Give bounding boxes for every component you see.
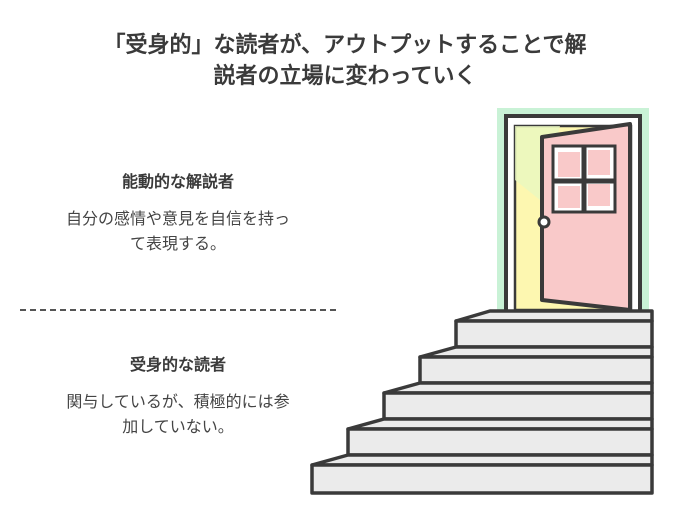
title-line-1: 「受身的」な読者が、アウトプットすることで解 — [103, 33, 587, 58]
active-desc-line-1: 自分の感情や意見を自信を持っ — [65, 209, 290, 228]
door-knob — [537, 215, 551, 229]
staircase — [310, 309, 654, 495]
stair-step-1 — [310, 463, 654, 495]
active-commentator-description: 自分の感情や意見を自信を持っ て表現する。 — [20, 206, 336, 256]
title-line-2: 説者の立場に変わっていく — [213, 64, 477, 89]
stair-step-2 — [346, 427, 654, 457]
active-commentator-block: 能動的な解説者 自分の感情や意見を自信を持っ て表現する。 — [20, 168, 336, 256]
active-desc-line-2: て表現する。 — [129, 234, 226, 253]
passive-reader-description: 関与しているが、積極的には参 加していない。 — [20, 389, 336, 439]
window-pane — [558, 186, 580, 208]
diagram-title: 「受身的」な読者が、アウトプットすることで解 説者の立場に変わっていく — [0, 30, 690, 92]
passive-reader-block: 受身的な読者 関与しているが、積極的には参 加していない。 — [20, 351, 336, 439]
section-divider — [20, 309, 336, 311]
stair-step-5 — [454, 319, 654, 349]
passive-desc-line-1: 関与しているが、積極的には参 — [66, 392, 290, 411]
active-commentator-heading: 能動的な解説者 — [121, 172, 234, 191]
window-pane — [588, 184, 610, 206]
passive-desc-line-2: 加していない。 — [122, 417, 234, 436]
passive-reader-heading: 受身的な読者 — [129, 355, 226, 374]
stair-step-3 — [382, 391, 654, 421]
stair-step-4 — [418, 355, 654, 385]
window-pane — [558, 152, 580, 177]
window-pane — [588, 150, 610, 175]
